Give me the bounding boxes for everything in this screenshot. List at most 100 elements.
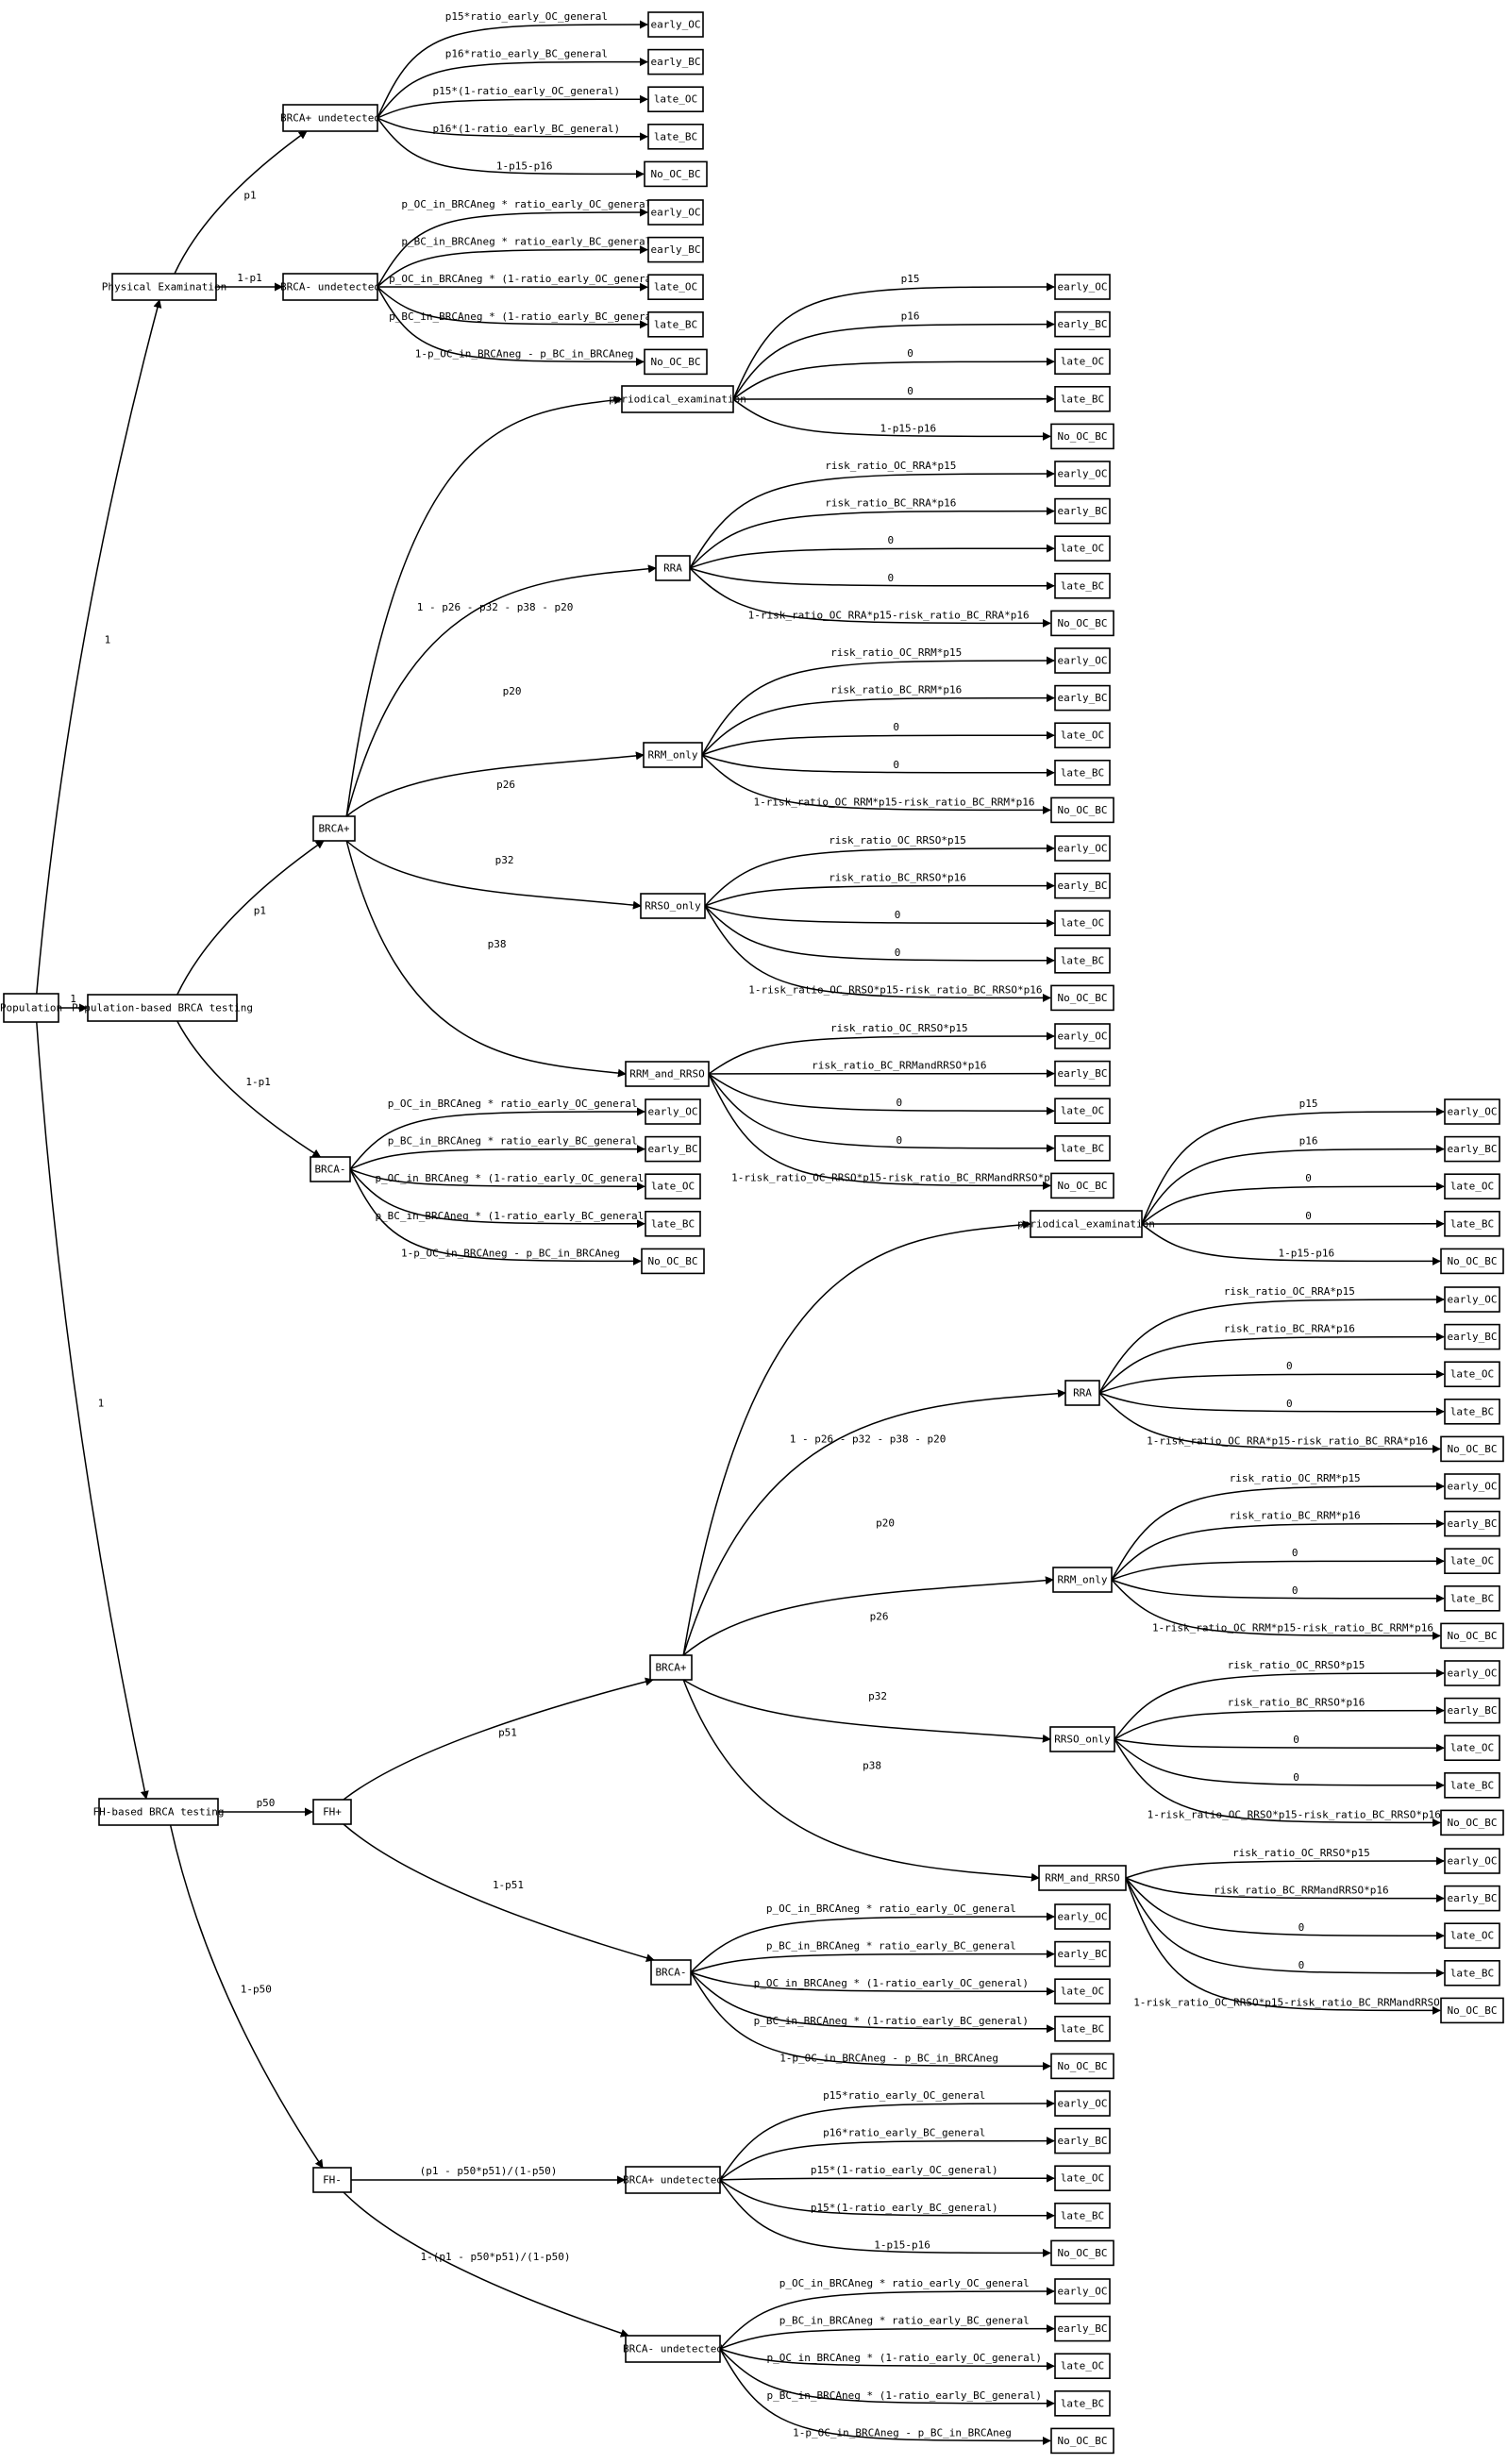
node-label: late_BC [651, 1217, 695, 1230]
edge: 0 [1141, 1172, 1445, 1225]
node-label: BRCA+ undetected [280, 112, 380, 125]
node-box [1054, 1903, 1111, 1930]
node-early-oc: early_OC [1444, 1473, 1500, 1500]
node-box [1440, 1997, 1504, 2024]
node-label: early_OC [1058, 655, 1108, 667]
edge-line [1098, 1392, 1445, 1416]
node-label: late_OC [651, 1181, 695, 1193]
node-label: FH- [323, 2174, 342, 2187]
node-late-bc: late_BC [645, 1211, 701, 1237]
edge: p_BC_in_BRCAneg * (1-ratio_early_BC_gene… [719, 2348, 1055, 2408]
node-box [647, 199, 704, 226]
edge-line [349, 1168, 645, 1229]
node-late-oc: late_OC [1054, 535, 1111, 562]
edge-line [682, 1576, 1054, 1656]
node-periodical-examination: periodical_examination [609, 385, 746, 413]
edge: p_OC_in_BRCAneg * ratio_early_OC_general [349, 1098, 645, 1170]
node-late-oc: late_OC [1054, 348, 1111, 376]
edge: 1-p1 [176, 1020, 322, 1158]
edge: risk_ratio_BC_RRSO*p16 [1114, 1697, 1445, 1740]
edge-label: 0 [907, 347, 913, 360]
node-late-oc: late_OC [647, 86, 704, 112]
node-box [282, 273, 378, 301]
edge-line [704, 905, 1055, 928]
node-label: No_OC_BC [651, 356, 701, 368]
node-label: BRCA- [314, 1164, 345, 1176]
node-no-oc-bc: No_OC_BC [644, 348, 708, 376]
edge: 0 [732, 385, 1055, 404]
edge-line [1114, 1738, 1441, 1827]
edge: p16*ratio_early_BC_general [377, 48, 648, 119]
edge: 0 [1125, 1877, 1445, 1940]
node-label: No_OC_BC [1058, 1180, 1108, 1192]
node-label: BRCA+ [655, 1662, 686, 1674]
edge-label: 1-p15-p16 [496, 159, 553, 172]
node-late-oc: late_OC [1444, 1548, 1500, 1574]
node-rrm-only: RRM_only [643, 742, 703, 768]
edge-line [682, 1679, 1051, 1743]
edge-line [1141, 1107, 1445, 1225]
edge: risk_ratio_OC_RRA*p15 [1098, 1285, 1445, 1394]
node-box [1054, 722, 1111, 749]
node-late-oc: late_OC [647, 274, 704, 301]
edge-line [701, 656, 1055, 756]
edge: risk_ratio_OC_RRM*p15 [701, 646, 1055, 756]
edge-line [719, 2179, 1051, 2257]
edge-line [689, 567, 1055, 591]
edge-line [343, 1677, 654, 1801]
node-rrso-only: RRSO_only [1049, 1726, 1115, 1752]
edge-line [689, 507, 1055, 569]
node-late-bc: late_BC [1444, 1399, 1500, 1425]
node-box [1054, 647, 1111, 674]
node-early-oc: early_OC [1444, 1660, 1500, 1686]
node-box [1440, 1248, 1504, 1275]
node-periodical-examination: periodical_examination [1017, 1210, 1155, 1238]
edge: 1-p1 [216, 272, 283, 292]
edge: p15*(1-ratio_early_OC_general) [719, 2164, 1055, 2183]
node-late-oc: late_OC [1054, 1098, 1111, 1124]
node-label: late_OC [1061, 2172, 1104, 2185]
edge: p15*(1-ratio_early_OC_general) [377, 85, 648, 119]
edge: 1-p15-p16 [1141, 1223, 1441, 1266]
edge: p20 [345, 564, 657, 817]
edge-line [343, 1823, 655, 1963]
node-label: late_OC [1450, 1555, 1494, 1567]
node-box [1444, 1772, 1500, 1799]
edge-label: risk_ratio_BC_RRMandRRSO*p16 [812, 1060, 986, 1072]
edge: 1 - p26 - p32 - p38 - p20 [682, 1220, 1031, 1656]
node-label: late_OC [1061, 543, 1104, 555]
edge: p1 [176, 840, 325, 996]
node-label: periodical_examination [609, 394, 746, 406]
node-box [641, 1248, 705, 1275]
node-late-oc: late_OC [1444, 1922, 1500, 1949]
edge: risk_ratio_BC_RRMandRRSO*p16 [708, 1060, 1055, 1079]
node-box [1444, 1098, 1500, 1125]
edge-label: 1-(p1 - p50*p51)/(1-p50) [421, 2251, 571, 2263]
node-label: late_OC [1061, 356, 1104, 368]
edge-label: p32 [868, 1690, 887, 1702]
edge-line [349, 1168, 642, 1266]
node-box [645, 1173, 701, 1199]
node-no-oc-bc: No_OC_BC [1050, 1172, 1114, 1199]
edge-line [689, 567, 1051, 628]
node-early-bc: early_BC [1054, 684, 1111, 712]
edge: 1-p15-p16 [732, 398, 1051, 441]
node-box [1054, 2090, 1111, 2117]
edge: 0 [1141, 1210, 1445, 1229]
node-box [647, 48, 704, 75]
node-population-based-brca-testing: Population-based BRCA testing [72, 994, 253, 1022]
edge: 0 [1111, 1547, 1445, 1581]
node-early-oc: early_OC [647, 199, 704, 226]
edge-label: risk_ratio_OC_RRA*p15 [1224, 1285, 1355, 1298]
edge-line [1125, 1877, 1445, 1940]
node-box [312, 815, 356, 842]
edge-line [377, 58, 648, 119]
edge: p26 [682, 1576, 1054, 1656]
node-label: No_OC_BC [1448, 1255, 1498, 1267]
edge-line [1125, 1877, 1441, 2015]
node-label: late_OC [1061, 2360, 1104, 2372]
edge: 0 [1114, 1734, 1445, 1752]
node-early-bc: early_BC [1444, 1885, 1500, 1912]
node-label: late_BC [1450, 1592, 1494, 1604]
